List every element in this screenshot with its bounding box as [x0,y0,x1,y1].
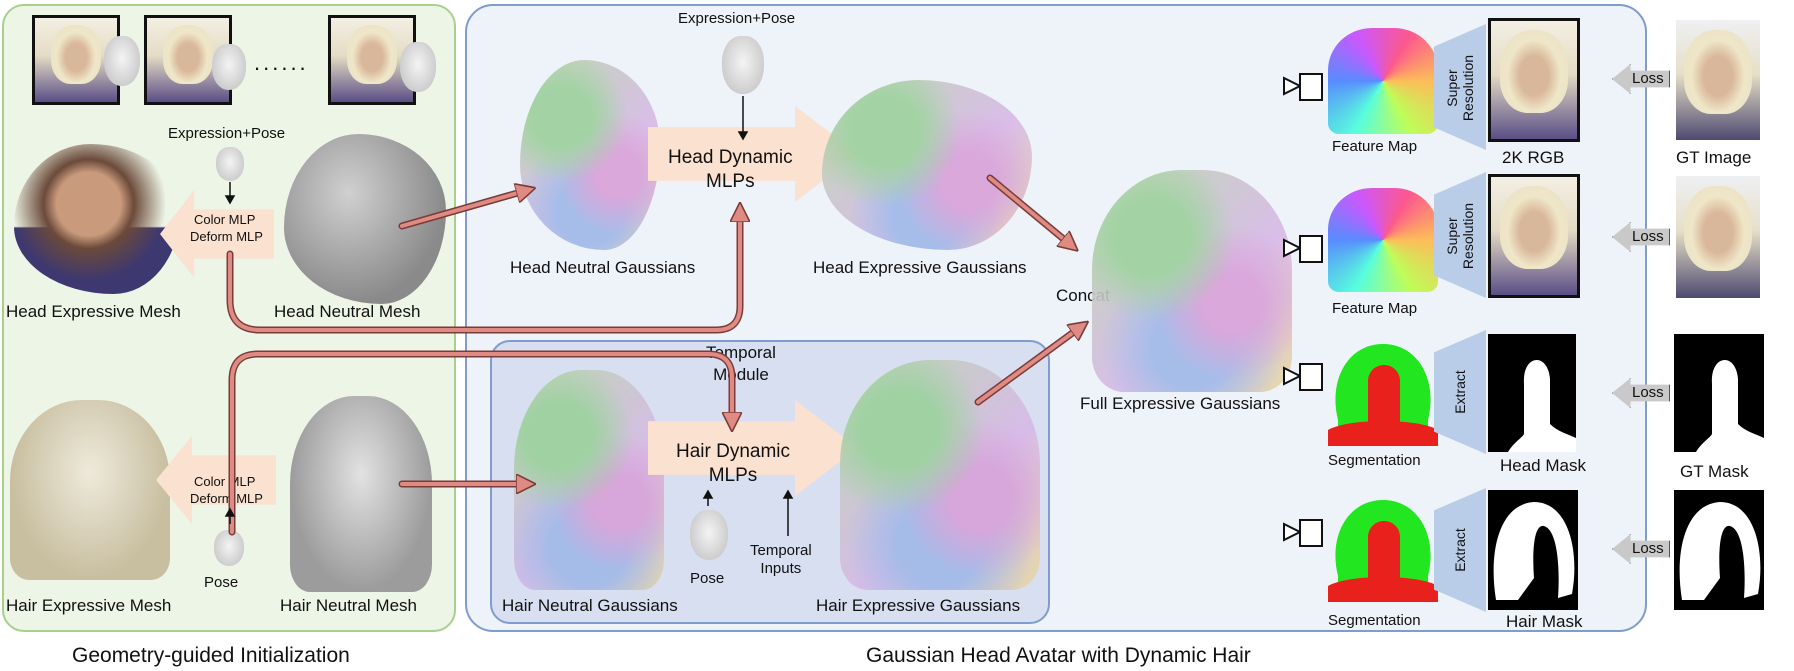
feature-map-label: Feature Map [1332,138,1418,155]
camera-icon [1283,73,1323,101]
input-frame-2 [144,15,232,105]
loss-arrow: Loss [1612,534,1670,564]
hair-mask-label: Hair Mask [1506,612,1583,631]
arrow-head-mesh-to-gaussians [400,190,528,228]
gt-mask-label: GT Mask [1680,462,1749,481]
hair-neutral-gaussians-label: Hair Neutral Gaussians [502,596,678,615]
hair-neutral-mesh-image [290,396,432,592]
segmentation-image [1328,344,1438,446]
face-mesh-thumb [104,36,140,86]
super-resolution-block [1434,24,1486,150]
head-mask-output-image [1488,334,1576,452]
head-mask-label: Head Mask [1500,456,1586,475]
extract-block [1434,330,1486,454]
head-expressive-gaussians-label: Head Expressive Gaussians [813,258,1027,277]
color-mlp-label: Color MLP [194,474,256,489]
expression-pose-label: Expression+Pose [678,10,796,27]
loss-arrow: Loss [1612,222,1670,252]
gt-image-1 [1676,20,1760,140]
head-expressive-gaussians-image [822,80,1032,250]
gt-mask-image [1674,334,1764,452]
segmentation-image [1328,500,1438,602]
expression-face-thumb [722,36,764,94]
gt-image-2 [1676,176,1760,298]
head-neutral-gaussians-image [520,60,660,250]
ellipsis: ...... [254,50,309,75]
rgb-2k-output-image-2 [1488,174,1580,298]
color-mlp-label: Color MLP [194,212,256,227]
pose-face-thumb [214,530,244,566]
head-neutral-mesh-label: Head Neutral Mesh [274,302,421,321]
hair-expressive-gaussians-label: Hair Expressive Gaussians [816,596,1021,615]
full-expressive-gaussians-image [1092,170,1292,392]
camera-icon [1283,363,1323,391]
face-mesh-thumb [212,44,246,90]
loss-arrow: Loss [1612,378,1670,408]
hair-neutral-gaussians-image [514,370,664,590]
arrow-to-head-mlps [228,210,740,332]
hair-mask-output-image [1488,490,1578,610]
head-expressive-mesh-image [14,144,180,294]
hair-dynamic-mlps-label: Hair Dynamic MLPs [676,441,791,486]
deform-mlp-label: Deform MLP [190,229,263,244]
hair-expressive-gaussians-image [840,360,1040,590]
arrow-hair-to-concat [976,326,1082,404]
feature-map-label: Feature Map [1332,300,1418,317]
pose-label: Pose [690,570,725,587]
segmentation-label: Segmentation [1328,452,1421,469]
deform-mlp-label: Deform MLP [190,491,263,506]
loss-arrow: Loss [1612,64,1670,94]
rgb-2k-output-image [1488,18,1580,142]
segmentation-label: Segmentation [1328,612,1421,629]
super-resolution-block [1434,172,1486,298]
arrow-head-to-concat [988,176,1072,246]
head-neutral-gaussians-label: Head Neutral Gaussians [510,258,696,277]
head-expressive-mesh-label: Head Expressive Mesh [6,302,181,321]
face-mesh-thumb [400,42,436,92]
camera-icon [1283,519,1323,547]
hair-expressive-mesh-label: Hair Expressive Mesh [6,596,172,615]
temporal-inputs-label: Temporal Inputs [750,542,812,577]
feature-map-image [1328,28,1438,134]
hair-neutral-mesh-label: Hair Neutral Mesh [280,596,417,615]
pose-face-thumb [690,510,728,560]
feature-map-image [1328,188,1438,292]
gt-image-label: GT Image [1676,148,1752,167]
main-panel-caption: Gaussian Head Avatar with Dynamic Hair [866,644,1251,667]
camera-icon [1283,235,1323,263]
extract-block [1434,488,1486,612]
arrow-to-hair-mlps [230,352,732,534]
left-panel-caption: Geometry-guided Initialization [72,644,350,667]
full-expressive-gaussians-label: Full Expressive Gaussians [1080,394,1281,413]
gt-hair-mask-image [1674,490,1764,610]
head-dynamic-mlps-label: Head Dynamic MLPs [668,147,793,192]
rgb-2k-label: 2K RGB [1502,148,1565,167]
pose-label: Pose [204,574,239,591]
expression-face-thumb [216,147,244,181]
expression-pose-label: Expression+Pose [168,125,286,142]
hair-expressive-mesh-image [10,400,170,580]
